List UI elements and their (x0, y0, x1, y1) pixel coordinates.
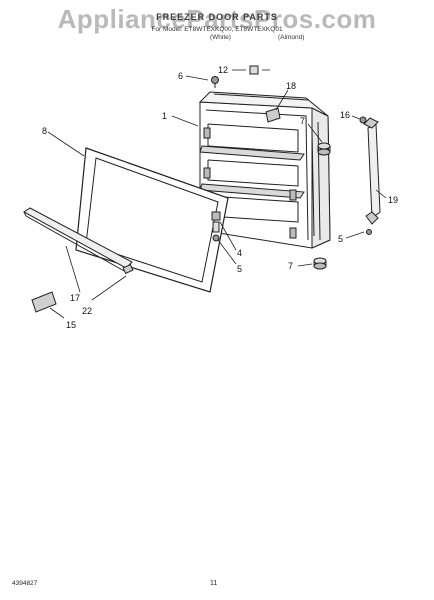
callout-5-hinge: 5 (237, 264, 242, 274)
plate-18 (265, 107, 281, 123)
callout-17: 17 (70, 293, 80, 303)
screw-5-right (366, 229, 372, 235)
callout-15: 15 (66, 320, 76, 330)
diagram-title: FREEZER DOOR PARTS (156, 12, 278, 22)
leader-lines (47, 69, 387, 319)
cap-7-upper (317, 142, 331, 156)
color-label-almond: (Almond) (278, 34, 305, 41)
label-tag (31, 291, 57, 313)
callout-6: 6 (178, 71, 183, 81)
color-label-white: (White) (210, 34, 231, 41)
door-handle (363, 117, 381, 225)
callout-18: 18 (286, 81, 296, 91)
document-part-number: 4394827 (12, 580, 38, 587)
trim-strip (23, 207, 133, 273)
callout-4: 4 (237, 248, 242, 258)
page-number: 11 (210, 580, 218, 587)
callout-1: 1 (162, 111, 167, 121)
pin-12 (249, 65, 259, 75)
callout-5-handle: 5 (338, 234, 343, 244)
model-numbers: For Model: ET8WTEXKQ00, ET8WTEXKQ01 (151, 26, 283, 33)
callout-16: 16 (340, 110, 350, 120)
screw-6 (211, 76, 219, 88)
cap-7-lower (313, 257, 327, 270)
watermark-text: AppliancePartsPros.com (57, 4, 377, 34)
callout-7-lower: 7 (288, 261, 293, 271)
door-panel (198, 91, 331, 249)
screw-16 (359, 116, 367, 124)
callout-labels: 1 4 5 5 6 7 7 8 12 15 16 17 18 19 22 (42, 65, 398, 330)
callout-22: 22 (82, 306, 92, 316)
trim-end-cap (122, 263, 134, 275)
callout-8: 8 (42, 126, 47, 136)
callout-7-upper: 7 (300, 116, 305, 126)
callout-12: 12 (218, 65, 228, 75)
callout-19: 19 (388, 195, 398, 205)
hinge-assembly (211, 211, 221, 242)
